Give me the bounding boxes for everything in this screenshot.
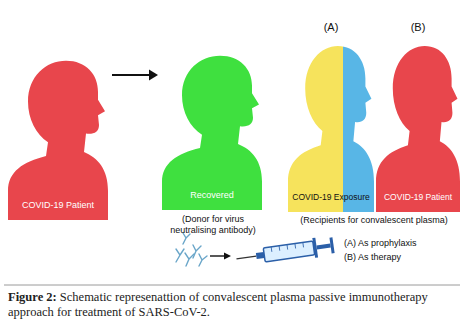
figure-caption: Figure 2: Schematic represenattion of co…	[8, 290, 456, 320]
silhouette-path	[8, 61, 108, 220]
silhouette-shape	[8, 55, 108, 220]
silhouette-shape	[162, 50, 262, 210]
silhouette-label: COVID-19 Exposure	[292, 192, 369, 203]
silhouette-shape	[376, 40, 460, 212]
panel-letter: (B)	[411, 20, 426, 34]
silhouette-path	[162, 56, 262, 210]
person-silhouette: COVID-19 Patient	[8, 55, 108, 220]
silhouette-path	[376, 46, 460, 212]
antibody-icons	[176, 233, 207, 266]
panel-letter: (A)	[324, 20, 339, 34]
flow-arrow	[112, 70, 158, 81]
silhouette-label: Recovered	[190, 190, 234, 201]
donor-note: (Donor for virus neutralising antibody)	[160, 214, 266, 236]
arrowhead	[224, 253, 231, 260]
silhouette-label: COVID-19 Patient	[384, 192, 452, 203]
person-silhouette: Recovered	[162, 50, 262, 210]
arrow-line	[210, 255, 226, 256]
legend-note: (B) As therapy	[344, 252, 460, 263]
person-silhouette: (B) COVID-19 Patient	[376, 20, 460, 212]
caption-rule	[4, 285, 460, 286]
syringe	[235, 235, 335, 268]
silhouette-path	[288, 46, 374, 212]
silhouette-label: COVID-19 Patient	[22, 200, 94, 211]
legend-note: (A) As prophylaxis	[344, 238, 460, 249]
silhouette-shape	[288, 40, 374, 212]
recipient-note: (Recipients for convalescent plasma)	[286, 215, 462, 226]
person-silhouette: (A) COVID-19 Exposure	[288, 20, 374, 212]
